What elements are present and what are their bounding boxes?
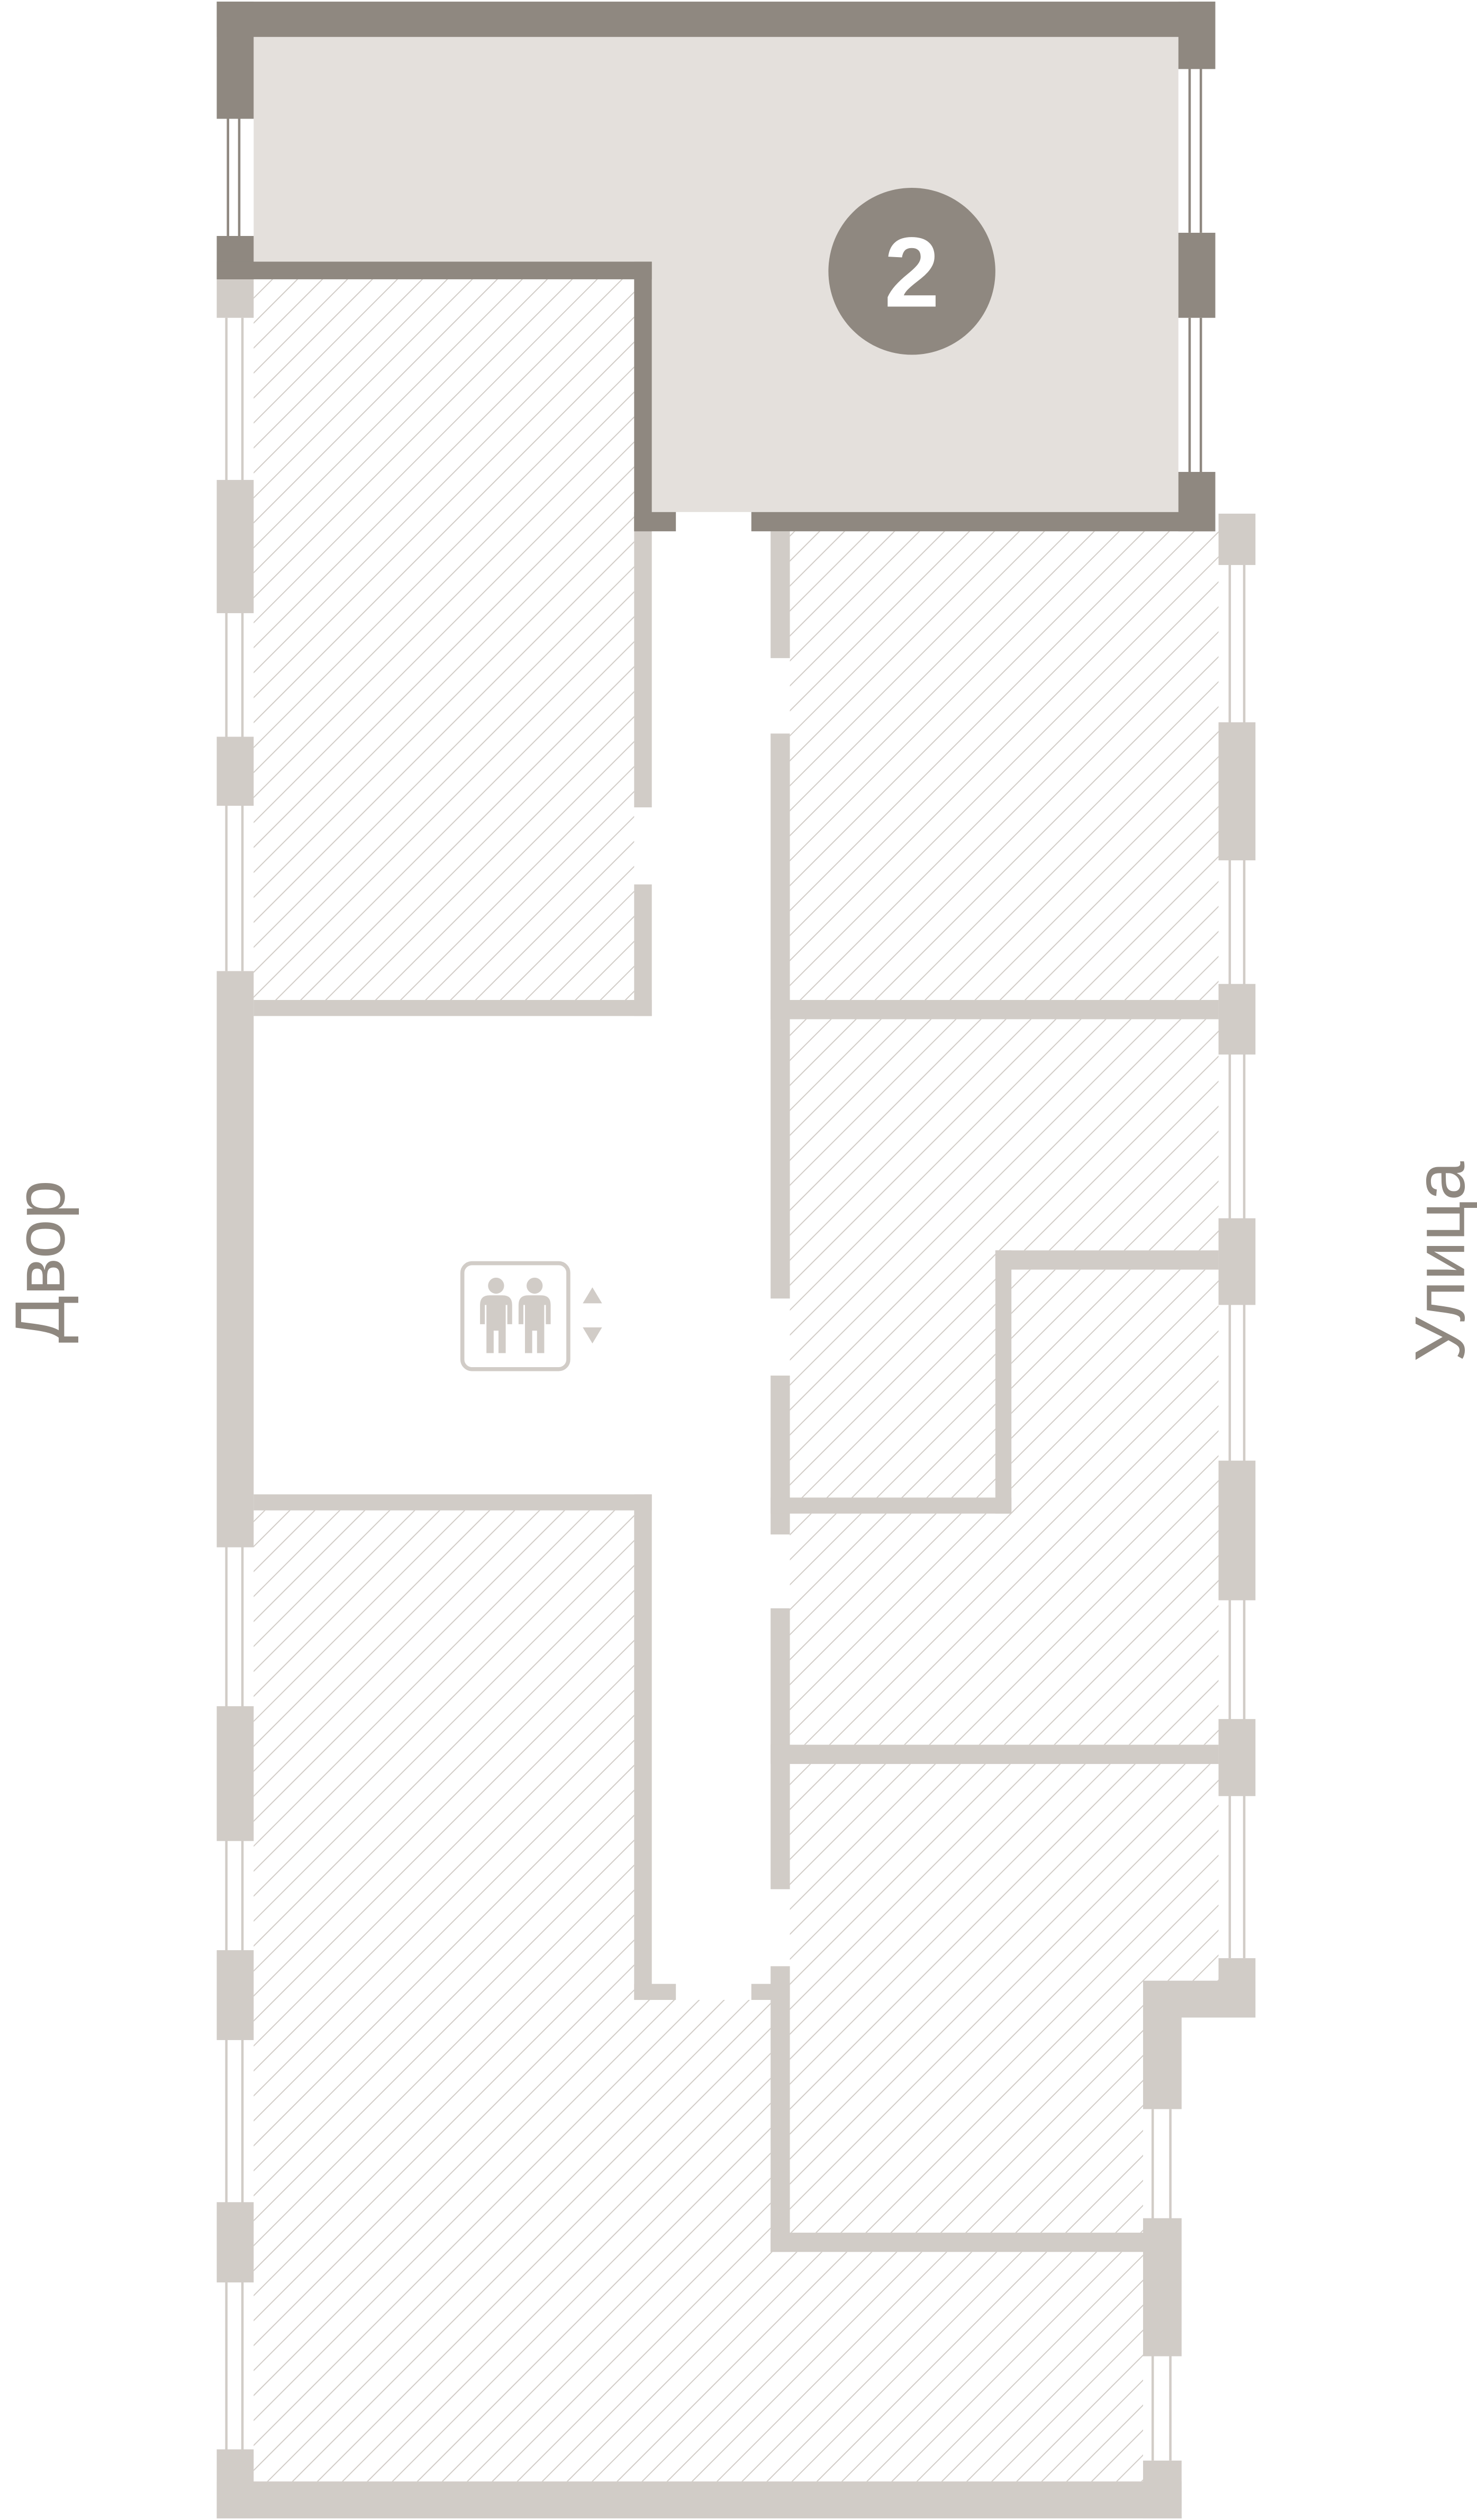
- room-bottom-left[interactable]: [253, 1510, 1143, 2482]
- unavailable-rooms: [253, 279, 1219, 2482]
- room-top-left[interactable]: [253, 279, 635, 1000]
- apartment-2-floor[interactable]: [253, 37, 1179, 512]
- apartment-2-windows: [226, 69, 1202, 472]
- yard-label: Двор: [1, 1180, 79, 1343]
- street-label: Улица: [1401, 1161, 1477, 1362]
- walls: [216, 279, 1256, 2518]
- apartment-2[interactable]: 2: [216, 2, 1216, 532]
- windows: [225, 317, 1246, 2461]
- elevator-icon: [460, 1261, 570, 1371]
- room-right-3[interactable]: [790, 1269, 1219, 1745]
- down-arrow-icon: [583, 1327, 602, 1344]
- apartment-number-badge[interactable]: [828, 187, 995, 355]
- room-right-1[interactable]: [790, 531, 1219, 1000]
- up-arrow-icon: [583, 1287, 602, 1304]
- room-right-4[interactable]: [790, 1764, 1219, 2233]
- apartment-number: 2: [884, 216, 940, 327]
- apartment-2-walls: [216, 2, 1216, 532]
- room-right-2[interactable]: [790, 1019, 1219, 1498]
